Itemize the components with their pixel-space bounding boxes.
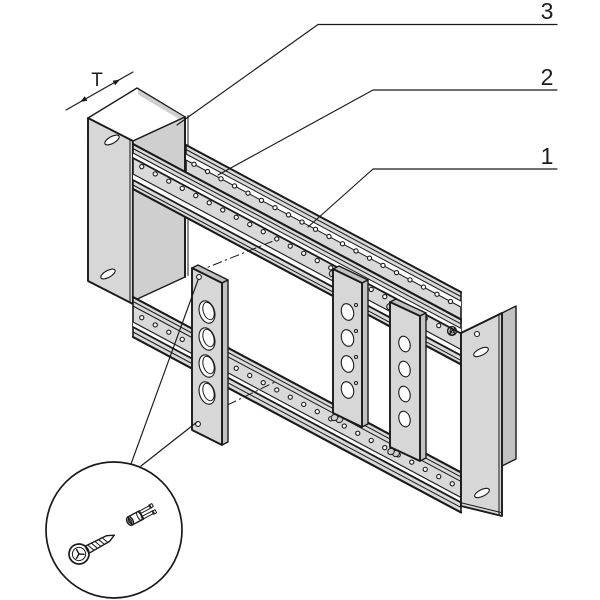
bracket-keyhole-ovals — [340, 302, 359, 399]
right-side-panel — [446, 305, 517, 517]
top-rear-rail-hole-row — [191, 161, 454, 305]
dimension-arrow-right — [112, 79, 120, 86]
right-panel-flange — [460, 312, 503, 517]
screw-icon — [68, 534, 116, 565]
mounting-bracket-right — [386, 298, 427, 462]
bracket-front-face — [332, 268, 363, 428]
callout-1-label: 1 — [541, 143, 554, 169]
dimension-label: T — [91, 70, 103, 91]
dimension-line — [65, 71, 134, 111]
detail-leader-top — [130, 279, 199, 465]
bracket-oval-holes — [398, 335, 411, 428]
centerline-lower — [210, 380, 278, 414]
mounting-bracket-middle — [328, 265, 369, 428]
bracket-front-face — [389, 301, 421, 462]
dimension-T: T — [65, 70, 134, 111]
callout-2-label: 2 — [541, 64, 554, 90]
right-panel-bottom-thickness — [461, 502, 502, 513]
detail-view — [45, 279, 199, 599]
bracket-large-oval-holes — [198, 300, 216, 405]
right-panel-round-hole — [473, 330, 481, 338]
centerline-upper — [195, 241, 273, 273]
callout-3: 3 — [176, 0, 558, 126]
left-panel-top-inner-wall — [138, 89, 185, 123]
right-panel-web — [501, 305, 517, 467]
adapter-bracket-exploded — [191, 264, 229, 446]
callout-1: 1 — [307, 143, 558, 228]
callouts: 3 2 1 — [176, 0, 558, 228]
detail-circle — [45, 461, 183, 599]
dimension-arrow-left — [80, 96, 88, 102]
assembly-centerlines — [195, 241, 278, 414]
right-panel-slot-top — [473, 346, 489, 358]
press-in-insert-icon — [125, 503, 158, 526]
callout-3-label: 3 — [541, 0, 554, 24]
callout-2: 2 — [217, 64, 558, 176]
right-panel-slot-bottom — [474, 487, 490, 499]
rail-fixing-screw-head — [446, 325, 458, 337]
left-panel-slot-top — [104, 134, 120, 146]
horizontal-rails — [131, 142, 463, 514]
bracket-screw-hole-top — [196, 274, 202, 280]
left-panel-slot-bottom — [100, 268, 116, 280]
detail-leader-bottom — [140, 421, 198, 467]
